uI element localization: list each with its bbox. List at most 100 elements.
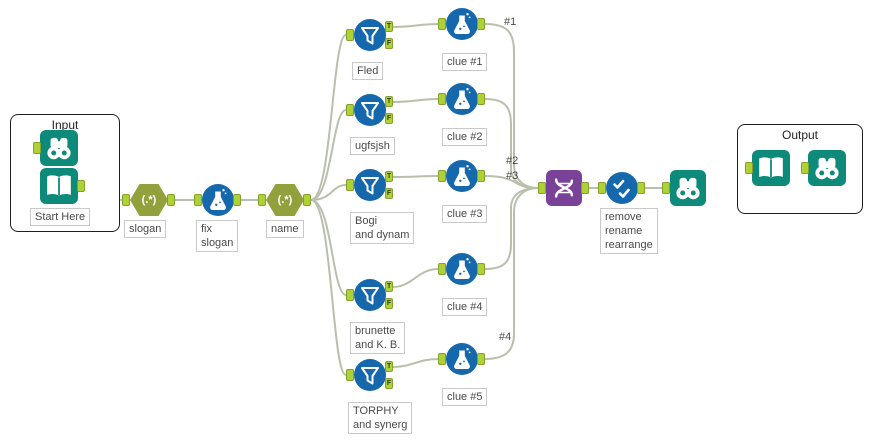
annotation-line: rename bbox=[605, 225, 643, 237]
true-output-anchor[interactable]: T bbox=[385, 96, 393, 107]
input-anchor[interactable] bbox=[438, 353, 446, 365]
join-multiple-tool[interactable] bbox=[546, 170, 582, 206]
output-anchor[interactable] bbox=[637, 182, 645, 194]
annotation-filter-3[interactable]: Bogi and dynam bbox=[350, 212, 415, 244]
annotation-line: slogan bbox=[201, 237, 234, 249]
input-anchor[interactable] bbox=[538, 182, 546, 194]
output-anchor[interactable] bbox=[167, 194, 175, 206]
output-anchor[interactable] bbox=[477, 353, 485, 365]
formula-tool-clue-2[interactable] bbox=[446, 83, 478, 115]
annotation-filter-2[interactable]: ugfsjsh bbox=[350, 137, 395, 155]
input-anchor[interactable] bbox=[194, 194, 202, 206]
formula-tool-fix-slogan[interactable] bbox=[202, 184, 234, 216]
regex-tool-name[interactable]: (.*) bbox=[266, 184, 304, 216]
input-anchor[interactable] bbox=[438, 263, 446, 275]
output-anchor[interactable] bbox=[477, 263, 485, 275]
annotation-line: brunette bbox=[355, 325, 396, 337]
true-output-anchor[interactable]: T bbox=[385, 171, 393, 182]
annotation-fix-slogan[interactable]: fix slogan bbox=[196, 220, 239, 252]
annotation-line: and K. B. bbox=[355, 339, 401, 351]
annotation-clue-4[interactable]: clue #4 bbox=[442, 298, 488, 316]
wire-label-2: #2 bbox=[506, 155, 519, 167]
annotation-line: and synerg bbox=[353, 419, 408, 431]
input-anchor[interactable] bbox=[438, 18, 446, 30]
annotation-line: remove bbox=[605, 211, 642, 223]
annotation-filter-4[interactable]: brunette and K. B. bbox=[350, 322, 406, 354]
filter-tool-3[interactable] bbox=[354, 169, 386, 201]
false-output-anchor[interactable]: F bbox=[385, 378, 393, 389]
book-icon bbox=[759, 157, 783, 178]
false-output-anchor[interactable]: F bbox=[385, 113, 393, 124]
flask-icon bbox=[454, 348, 471, 370]
annotation-clue-3[interactable]: clue #3 bbox=[442, 205, 488, 223]
annotation-clue-5[interactable]: clue #5 bbox=[442, 388, 488, 406]
formula-tool-clue-1[interactable] bbox=[446, 8, 478, 40]
input-anchor[interactable] bbox=[346, 289, 354, 301]
annotation-line: fix bbox=[201, 223, 212, 235]
select-tool[interactable] bbox=[606, 172, 638, 204]
wire bbox=[392, 268, 439, 288]
output-anchor[interactable] bbox=[581, 182, 589, 194]
input-anchor[interactable] bbox=[438, 170, 446, 182]
wire bbox=[484, 187, 539, 270]
annotation-filter-5[interactable]: TORPHY and synerg bbox=[348, 402, 413, 434]
annotation-filter-1[interactable]: Fled bbox=[352, 62, 384, 80]
wire bbox=[310, 199, 347, 296]
annotation-slogan[interactable]: slogan bbox=[124, 220, 167, 238]
dna-icon bbox=[554, 178, 574, 198]
false-output-anchor[interactable]: F bbox=[385, 38, 393, 49]
output-anchor[interactable] bbox=[303, 194, 311, 206]
input-anchor[interactable] bbox=[745, 162, 753, 174]
false-output-anchor[interactable]: F bbox=[385, 298, 393, 309]
filter-tool-5[interactable] bbox=[354, 359, 386, 391]
input-anchor[interactable] bbox=[346, 369, 354, 381]
input-anchor[interactable] bbox=[598, 182, 606, 194]
input-anchor[interactable] bbox=[33, 142, 41, 154]
input-anchor[interactable] bbox=[258, 194, 266, 206]
flask-icon bbox=[454, 13, 471, 35]
wire bbox=[484, 187, 539, 360]
input-anchor[interactable] bbox=[346, 29, 354, 41]
funnel-icon bbox=[361, 287, 379, 305]
annotation-clue-1[interactable]: clue #1 bbox=[442, 53, 488, 71]
filter-tool-1[interactable] bbox=[354, 19, 386, 51]
formula-tool-clue-3[interactable] bbox=[446, 160, 478, 192]
formula-tool-clue-4[interactable] bbox=[446, 253, 478, 285]
annotation-name[interactable]: name bbox=[266, 220, 304, 238]
output-anchor[interactable] bbox=[477, 18, 485, 30]
output-anchor[interactable] bbox=[477, 93, 485, 105]
browse-tool-result[interactable] bbox=[670, 170, 706, 206]
wire bbox=[392, 23, 439, 28]
input-anchor[interactable] bbox=[346, 179, 354, 191]
browse-tool-input[interactable] bbox=[40, 130, 78, 166]
input-anchor[interactable] bbox=[662, 182, 670, 194]
binoculars-icon bbox=[47, 137, 71, 160]
false-output-anchor[interactable]: F bbox=[385, 188, 393, 199]
output-anchor[interactable] bbox=[77, 180, 85, 192]
true-output-anchor[interactable]: T bbox=[385, 21, 393, 32]
formula-tool-clue-5[interactable] bbox=[446, 343, 478, 375]
annotation-select[interactable]: remove rename rearrange bbox=[600, 208, 658, 254]
output-data-tool[interactable] bbox=[752, 150, 790, 186]
input-data-tool[interactable] bbox=[40, 168, 78, 204]
wire-label-1: #1 bbox=[504, 16, 517, 28]
output-anchor[interactable] bbox=[477, 170, 485, 182]
annotation-line: rearrange bbox=[605, 239, 653, 251]
funnel-icon bbox=[361, 177, 379, 195]
flask-icon bbox=[210, 189, 227, 211]
input-anchor[interactable] bbox=[346, 104, 354, 116]
filter-tool-4[interactable] bbox=[354, 279, 386, 311]
binoculars-icon bbox=[815, 157, 839, 180]
wire bbox=[310, 34, 347, 201]
true-output-anchor[interactable]: T bbox=[385, 361, 393, 372]
input-anchor[interactable] bbox=[801, 162, 809, 174]
input-anchor[interactable] bbox=[122, 194, 130, 206]
wire bbox=[310, 199, 347, 376]
filter-tool-2[interactable] bbox=[354, 94, 386, 126]
input-anchor[interactable] bbox=[438, 93, 446, 105]
annotation-start-here[interactable]: Start Here bbox=[30, 208, 91, 226]
browse-tool-output[interactable] bbox=[808, 150, 846, 186]
output-anchor[interactable] bbox=[233, 194, 241, 206]
true-output-anchor[interactable]: T bbox=[385, 281, 393, 292]
annotation-clue-2[interactable]: clue #2 bbox=[442, 128, 488, 146]
